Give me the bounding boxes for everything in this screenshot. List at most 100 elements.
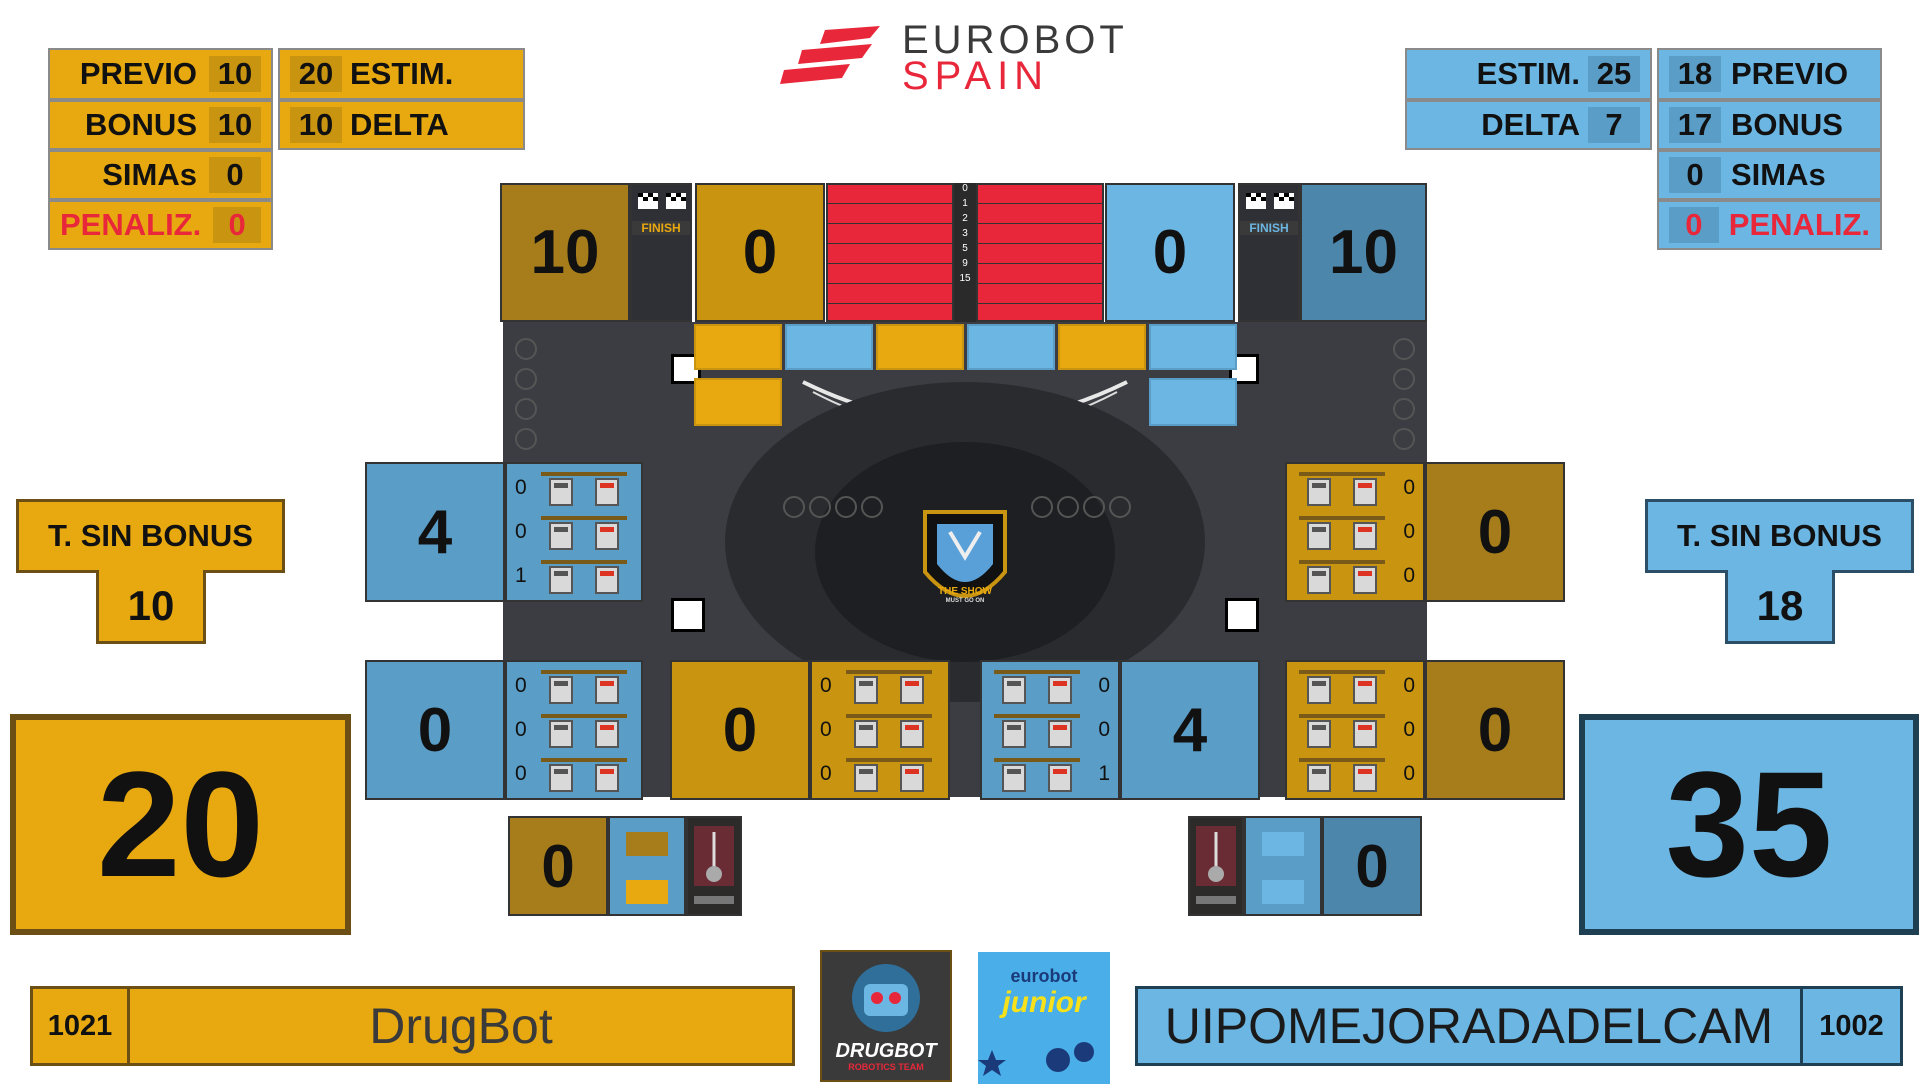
can-rack-icon [1299,560,1385,596]
rack-count: 0 [515,674,527,697]
yellow-ladder [826,183,954,322]
game-board: THE SHOW MUST GO ON [503,322,1427,797]
can-rack-icon [1299,472,1385,508]
board-marker [1031,496,1053,518]
blue-stat-penaliz: 0 PENALIZ. [1657,200,1882,250]
drugbot-logo-line2: ROBOTICS TEAM [848,1062,924,1072]
ladder-scale: 0 1 2 3 5 9 15 [954,183,976,322]
yellow-stat-delta: 10 DELTA [278,100,525,150]
rack-count: 0 [1098,718,1110,741]
zone-mid-blue-score: 4 [1120,660,1260,800]
yellow-finish-score: 10 [500,183,630,322]
logo-line2: SPAIN [902,54,1050,98]
yellow-stat-previo: PREVIO 10 [48,48,273,100]
drugbot-logo: DRUGBOT ROBOTICS TEAM [820,950,952,1082]
finish-label: FINISH [632,221,690,235]
rack-count: 0 [515,520,527,543]
guitar-poster-icon [694,826,734,904]
deposit-block-yellow [694,324,782,370]
can-rack-icon [994,758,1080,794]
rack-count: 0 [1403,476,1415,499]
blue-finish-score: 10 [1300,183,1427,322]
can-rack-icon [541,714,627,750]
can-rack-icon [541,472,627,508]
yellow-total-score: 20 [10,714,351,935]
blue-t-sin-bonus-label: T. SIN BONUS [1645,499,1914,573]
yellow-pit-blocks [608,816,686,916]
board-marker [1109,496,1131,518]
board-marker [835,496,857,518]
board-marker [1057,496,1079,518]
rack-count: 0 [515,718,527,741]
board-marker [861,496,883,518]
rack-count: 0 [1403,564,1415,587]
board-marker [1393,338,1415,360]
yellow-pit-score: 0 [508,816,608,916]
guitar-poster-icon [1196,826,1236,904]
board-marker [515,398,537,420]
deposit-block-blue [967,324,1055,370]
rack-count: 0 [1403,762,1415,785]
deposit-block-yellow [876,324,964,370]
rack-count: 1 [515,564,527,587]
zone-right-upper-racks: 0 0 0 [1285,462,1425,602]
yellow-stat-penaliz: PENALIZ. 0 [48,200,273,250]
eurobot-swoosh-icon [780,26,880,84]
zone-mid-yellow-score: 0 [670,660,810,800]
board-marker [515,428,537,450]
board-marker [783,496,805,518]
deposit-block-blue [1149,378,1237,426]
deposit-block-blue [1149,324,1237,370]
can-rack-icon [1299,714,1385,750]
zone-right-lower-score: 0 [1425,660,1565,800]
yellow-stat-bonus: BONUS 10 [48,100,273,150]
blue-t-sin-bonus-value: 18 [1725,570,1835,644]
board-marker [809,496,831,518]
can-rack-icon [994,714,1080,750]
can-rack-icon [846,758,932,794]
rack-count: 0 [515,476,527,499]
stars-icon [978,1042,1094,1076]
can-rack-icon [541,670,627,706]
can-rack-icon [1299,670,1385,706]
blue-stat-previo: 18 PREVIO [1657,48,1882,100]
board-marker [1393,368,1415,390]
blue-team-number: 1002 [1803,986,1903,1066]
board-marker [515,368,537,390]
blue-pit-score: 0 [1322,816,1422,916]
yellow-stat-simas: SIMAs 0 [48,150,273,200]
board-marker [1393,428,1415,450]
junior-logo-line1: eurobot [1010,966,1078,986]
zone-left-upper-score: 4 [365,462,505,602]
blue-stat-simas: 0 SIMAs [1657,150,1882,200]
zone-right-upper-score: 0 [1425,462,1565,602]
rack-count: 0 [820,762,832,785]
rack-count: 0 [1403,520,1415,543]
deposit-block-yellow [1058,324,1146,370]
zone-mid-yellow-racks: 0 0 0 [810,660,950,800]
blue-stat-bonus: 17 BONUS [1657,100,1882,150]
yellow-pit-poster [686,816,742,916]
logo-line1: EUROBOT [902,18,1128,62]
can-rack-icon [846,670,932,706]
junior-logo-line2: junior [1002,986,1086,1019]
can-rack-icon [846,714,932,750]
rack-count: 0 [820,718,832,741]
deposit-block-blue [785,324,873,370]
yellow-t-sin-bonus-value: 10 [96,570,206,644]
rack-count: 0 [820,674,832,697]
finish-label: FINISH [1240,221,1298,235]
zone-left-lower-score: 0 [365,660,505,800]
aruco-marker-icon [671,598,705,632]
blue-pit-blocks [1244,816,1322,916]
board-marker [1393,398,1415,420]
robot-icon [852,964,920,1032]
drugbot-logo-line1: DRUGBOT [835,1040,937,1062]
deposit-block-yellow [694,378,782,426]
rack-count: 0 [1403,718,1415,741]
blue-stat-estim: ESTIM. 25 [1405,48,1652,100]
blue-top-score: 0 [1105,183,1235,322]
center-badge: THE SHOW MUST GO ON [915,502,1015,622]
